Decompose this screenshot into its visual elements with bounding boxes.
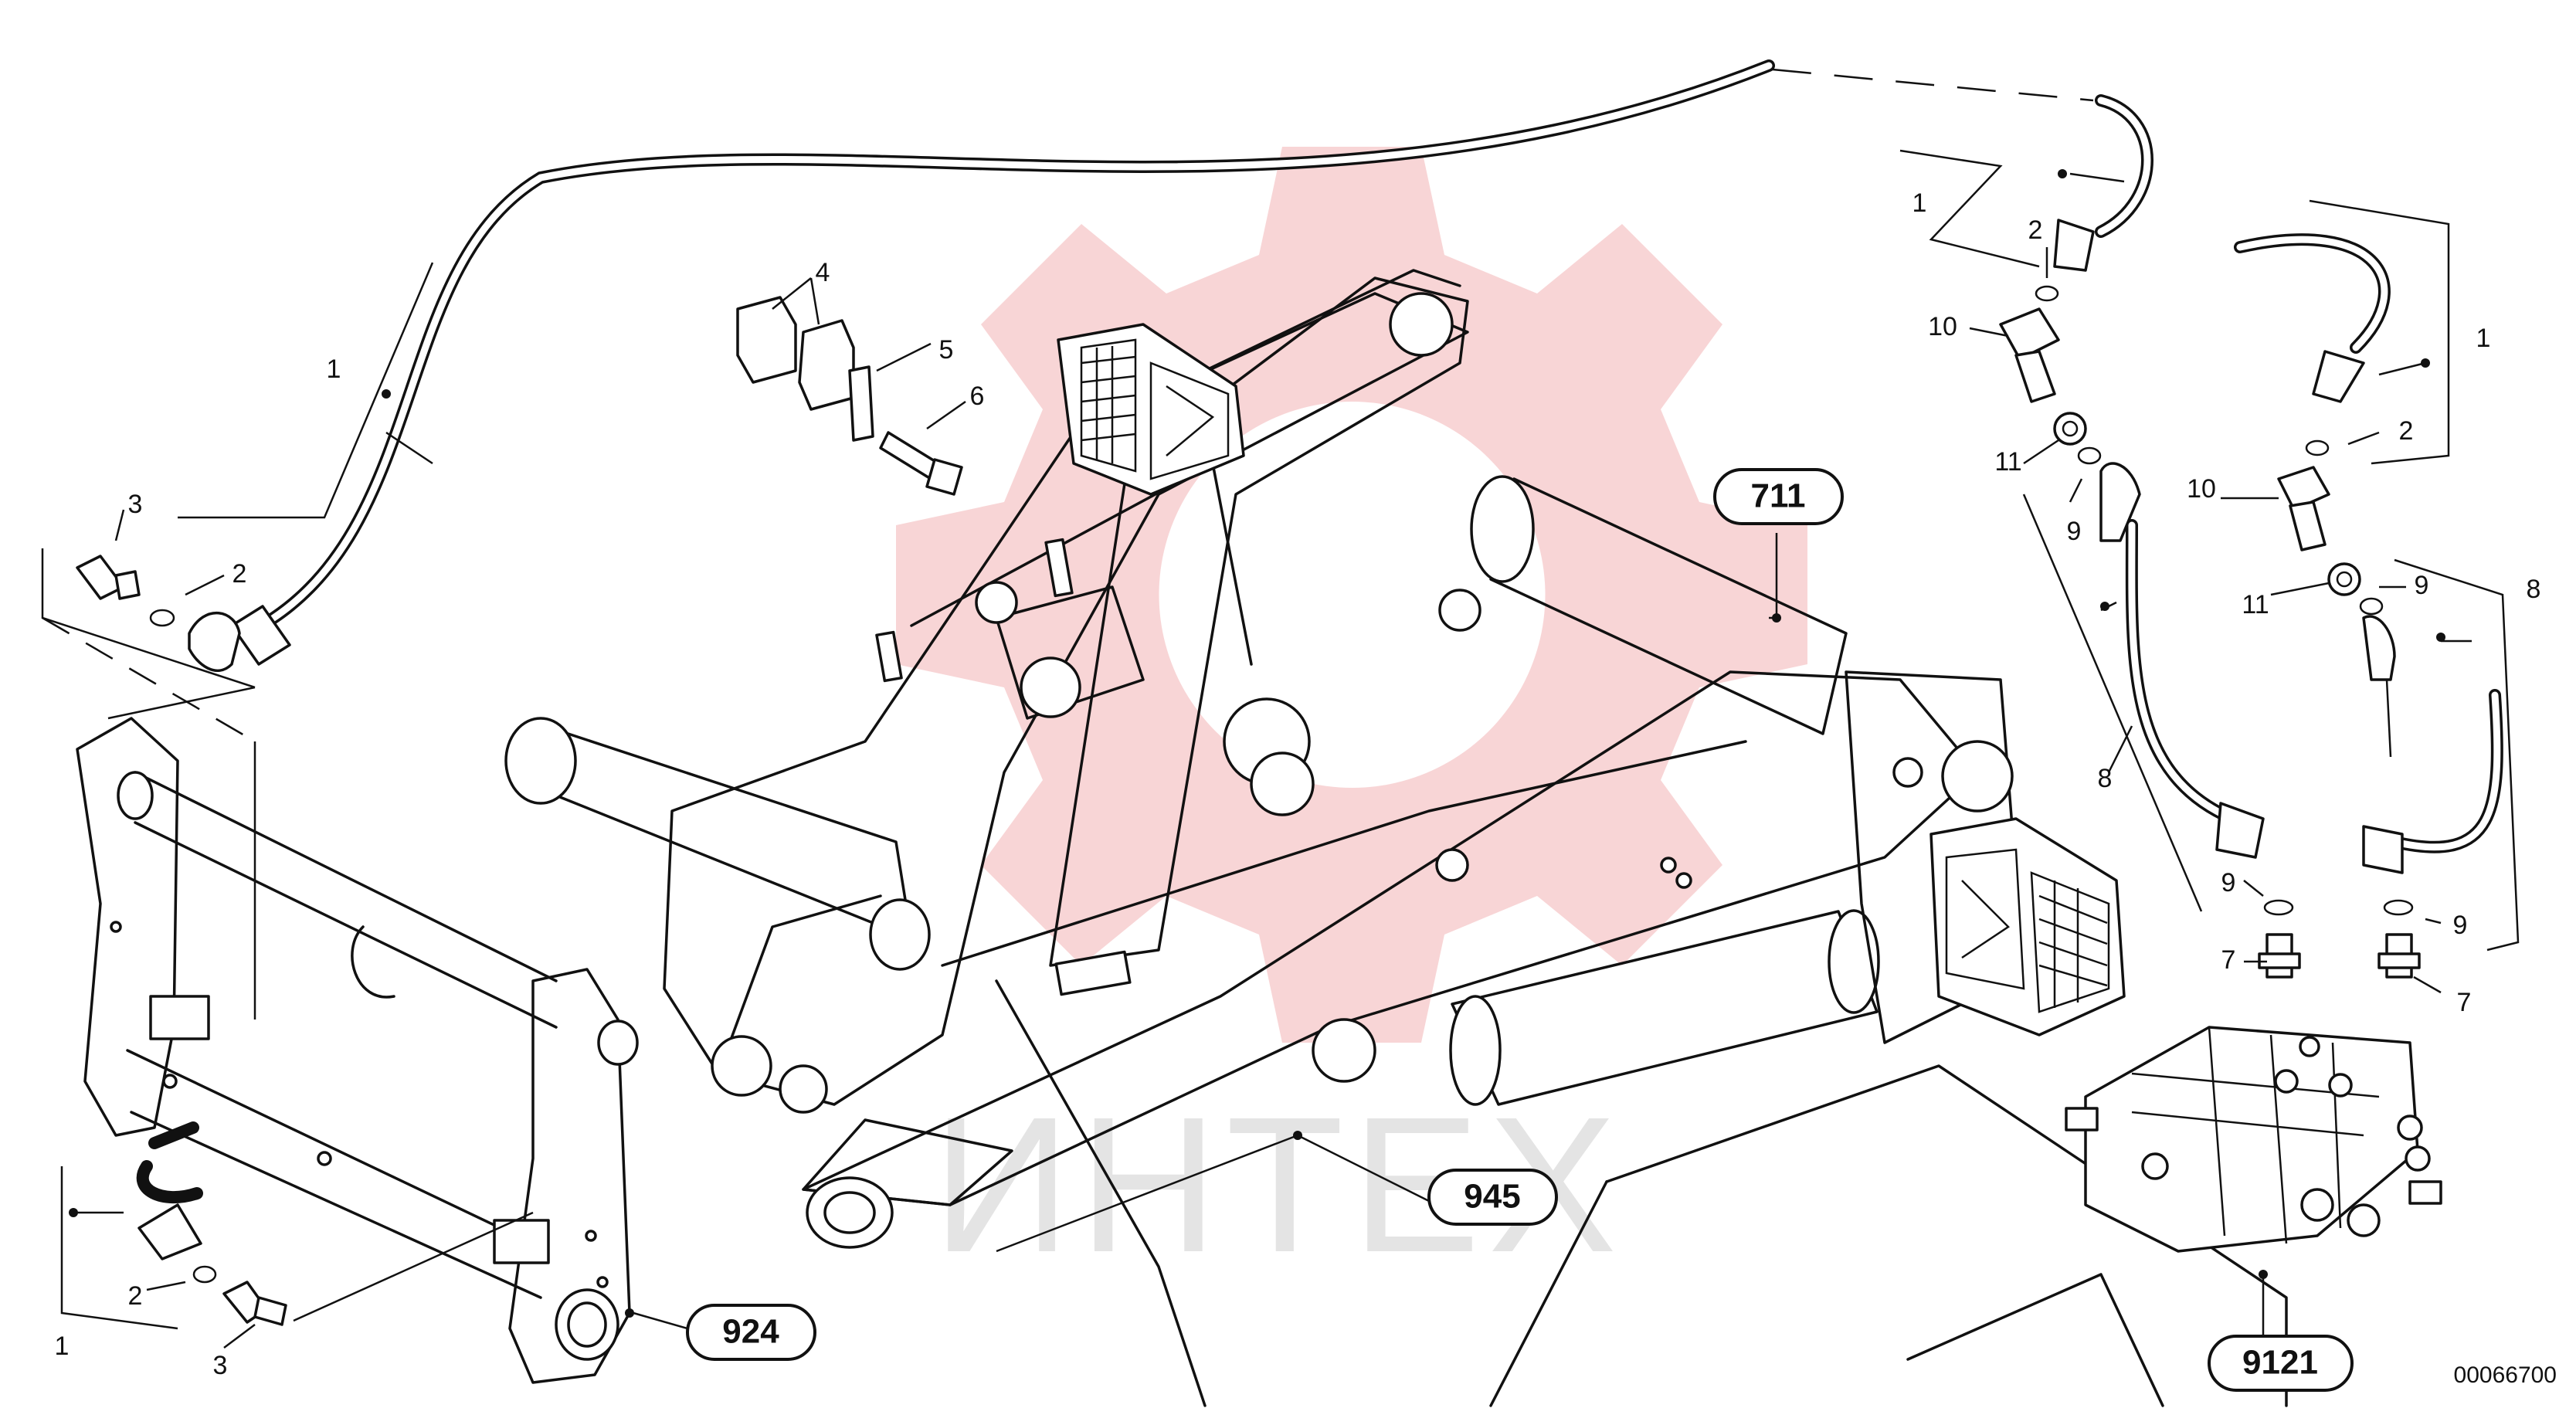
bolt-icon [879,431,963,496]
hose-long [241,59,2153,640]
watermark-gear-icon [896,147,1807,1043]
reference-924-label: 924 [722,1313,779,1351]
callout-11: 11 [2242,590,2269,619]
callout-9: 9 [2221,868,2236,897]
callout-10: 10 [2187,474,2216,504]
reference-bubble-9121[interactable]: 9121 [2208,1335,2354,1392]
callout-3: 3 [213,1351,228,1380]
hose-right-8b [2362,615,2503,874]
oring-9b-icon [2263,899,2294,916]
adapter-7b-icon [2377,933,2421,979]
oring-9c-icon [2359,597,2384,616]
clamp-block-icon [736,296,855,411]
drawing-code: 00066700 [2454,1362,2557,1388]
callout-labels: 1 2 3 4 5 6 1 2 3 1 2 10 11 9 8 9 7 1 2 … [55,188,2541,1380]
callout-10: 10 [1928,312,1957,341]
oring-2-left-bottom-icon [192,1265,217,1284]
hose-right-top [2053,219,2391,403]
work-light-left-icon [1057,323,1245,496]
elbow-10a-icon [1999,307,2060,403]
callout-8: 8 [2098,764,2113,793]
coupler-frame [76,717,639,1384]
reference-711-label: 711 [1751,477,1806,515]
oring-2-right-a-icon [2035,285,2059,302]
callout-1: 1 [55,1332,70,1361]
reference-bubble-711[interactable]: 711 [1713,468,1844,525]
hose-right-8a [2099,462,2265,859]
callout-8: 8 [2527,575,2541,604]
reference-bubble-945[interactable]: 945 [1427,1169,1558,1226]
loader-frame [504,269,2288,1407]
elbow-10b-icon [2277,466,2330,551]
callout-9: 9 [2067,517,2082,546]
callout-1: 1 [1912,188,1927,218]
fitting-3-left-top-icon [76,555,141,600]
callout-9: 9 [2415,571,2429,600]
callout-7: 7 [2457,988,2472,1017]
callout-2: 2 [2028,215,2043,245]
adapter-7a-icon [2258,933,2301,979]
reference-bubble-924[interactable]: 924 [686,1304,816,1361]
fitting-3-left-bottom-icon [222,1281,287,1326]
leader-lines [41,149,2520,1349]
oring-9a-icon [2077,446,2102,465]
callout-2: 2 [232,559,247,589]
callout-6: 6 [970,382,985,411]
callout-11: 11 [1994,447,2021,477]
callout-2: 2 [128,1281,143,1311]
callout-4: 4 [816,258,830,287]
callout-1: 1 [2476,324,2491,353]
work-light-right-icon [1929,817,2126,1036]
clamp-plate-icon [848,365,874,442]
hose-left-bottom [136,1121,203,1260]
nut-11b-icon [2327,562,2361,596]
oring-9d-icon [2383,899,2414,916]
callout-3: 3 [128,490,143,519]
callout-9: 9 [2453,911,2468,940]
reference-9121-label: 9121 [2242,1344,2318,1382]
oring-2-right-b-icon [2305,439,2330,456]
oring-2-left-top-icon [149,609,175,627]
hose-fitting-left-top [188,605,291,673]
callout-1: 1 [327,355,341,384]
control-valve-block-icon [2065,1026,2442,1253]
callout-7: 7 [2221,945,2236,975]
callout-5: 5 [939,335,954,365]
callout-2: 2 [2399,416,2414,446]
reference-945-label: 945 [1464,1178,1520,1216]
nut-11a-icon [2053,412,2087,446]
